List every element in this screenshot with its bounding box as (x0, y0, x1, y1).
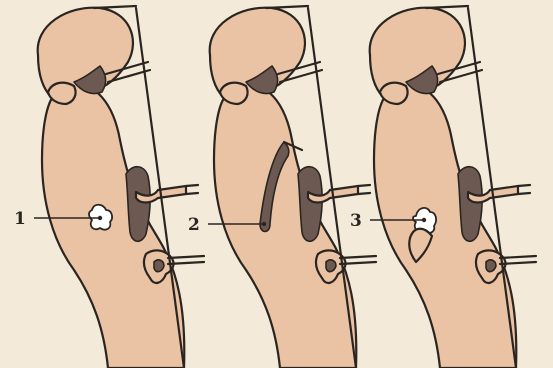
panel-label-2: 2 (188, 215, 200, 235)
panel-1: 1 (14, 6, 204, 368)
panel-label-1: 1 (14, 209, 26, 229)
panel-3: 3 (350, 6, 536, 368)
panel-2: 2 (188, 6, 376, 368)
panel-label-3: 3 (350, 211, 362, 231)
